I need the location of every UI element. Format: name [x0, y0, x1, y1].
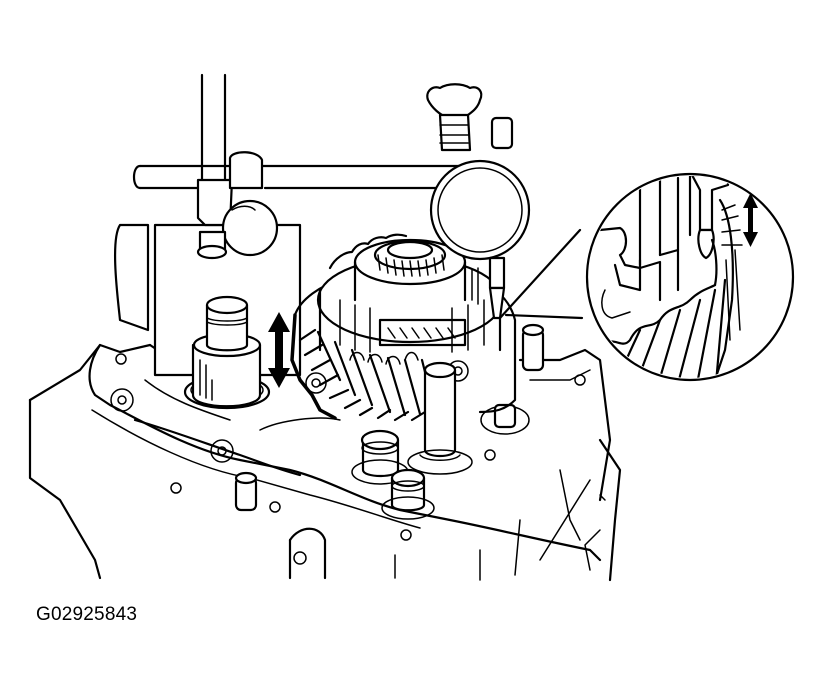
- center-pin: [407, 361, 473, 475]
- drain-plugs: [351, 429, 435, 520]
- movement-arrow-icon: [268, 312, 290, 388]
- magnified-detail-circle: [585, 172, 795, 382]
- output-shaft: [183, 295, 271, 410]
- dial-indicator: [426, 83, 531, 320]
- callout-leader: [498, 228, 584, 320]
- transmission-case: [28, 323, 622, 582]
- figure-reference-label: G02925843: [36, 604, 138, 625]
- helical-gear: [290, 233, 517, 422]
